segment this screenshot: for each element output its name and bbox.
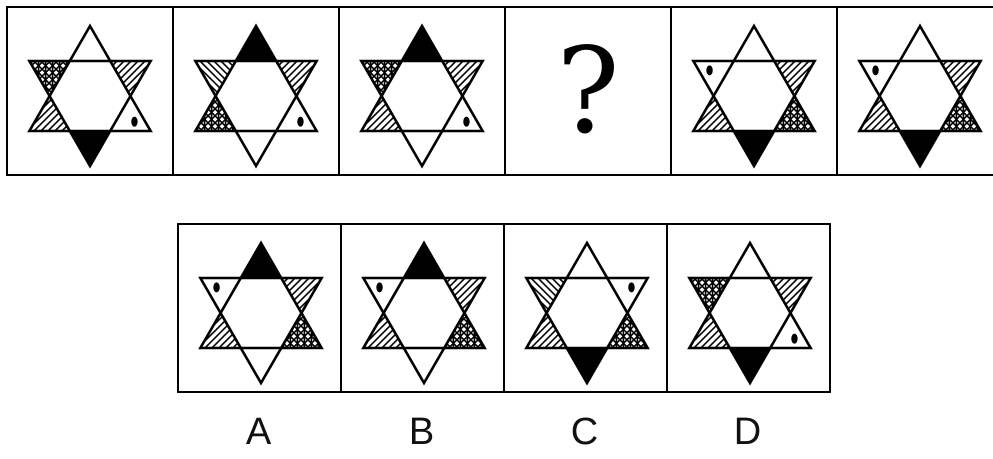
br-dot bbox=[131, 117, 137, 127]
tl-dot bbox=[706, 65, 712, 75]
question-mark: ? bbox=[506, 26, 670, 156]
upward-triangle bbox=[693, 26, 814, 131]
bl-grid-triangle bbox=[174, 59, 335, 174]
top-black-triangle bbox=[236, 26, 276, 61]
tl-dot bbox=[376, 282, 382, 292]
question-panel-3 bbox=[338, 6, 506, 176]
star-figure bbox=[340, 8, 504, 174]
star-figure bbox=[668, 225, 829, 391]
star-figure bbox=[672, 8, 836, 174]
bl-hatch-triangle bbox=[342, 276, 503, 391]
option-a-label[interactable]: A bbox=[177, 410, 340, 454]
bottom-black-triangle bbox=[734, 131, 774, 166]
option-labels: A B C D bbox=[177, 410, 829, 454]
question-row: ? bbox=[6, 6, 993, 176]
bottom-black-triangle bbox=[730, 348, 770, 383]
star-figure bbox=[505, 225, 666, 391]
br-grid-triangle bbox=[344, 276, 503, 391]
option-b-panel[interactable] bbox=[340, 223, 505, 393]
option-a-panel[interactable] bbox=[177, 223, 342, 393]
br-dot bbox=[791, 334, 797, 344]
top-black-triangle bbox=[404, 243, 444, 278]
options-row bbox=[177, 223, 831, 393]
upward-triangle bbox=[859, 26, 980, 131]
star-figure bbox=[179, 225, 340, 391]
question-panel-2 bbox=[172, 6, 340, 176]
tl-dot bbox=[213, 282, 219, 292]
upward-triangle bbox=[526, 243, 647, 348]
option-c-label[interactable]: C bbox=[503, 410, 666, 454]
bottom-black-triangle bbox=[900, 131, 940, 166]
tr-dot bbox=[628, 282, 634, 292]
bottom-black-triangle bbox=[70, 131, 110, 166]
bl-hatch-triangle bbox=[179, 276, 340, 391]
tl-dot bbox=[872, 65, 878, 75]
question-panel-6 bbox=[836, 6, 993, 176]
top-black-triangle bbox=[241, 243, 281, 278]
top-black-triangle bbox=[402, 26, 442, 61]
bl-hatch-triangle bbox=[340, 59, 501, 174]
br-dot bbox=[463, 117, 469, 127]
option-c-panel[interactable] bbox=[503, 223, 668, 393]
question-panel-4: ? bbox=[504, 6, 672, 176]
star-figure bbox=[342, 225, 503, 391]
star-figure bbox=[838, 8, 993, 174]
option-d-label[interactable]: D bbox=[666, 410, 829, 454]
star-figure bbox=[8, 8, 172, 174]
option-b-label[interactable]: B bbox=[340, 410, 503, 454]
star-figure bbox=[174, 8, 338, 174]
question-panel-1 bbox=[6, 6, 174, 176]
br-dot bbox=[297, 117, 303, 127]
br-grid-triangle bbox=[181, 276, 340, 391]
bottom-black-triangle bbox=[567, 348, 607, 383]
question-panel-5 bbox=[670, 6, 838, 176]
option-d-panel[interactable] bbox=[666, 223, 831, 393]
